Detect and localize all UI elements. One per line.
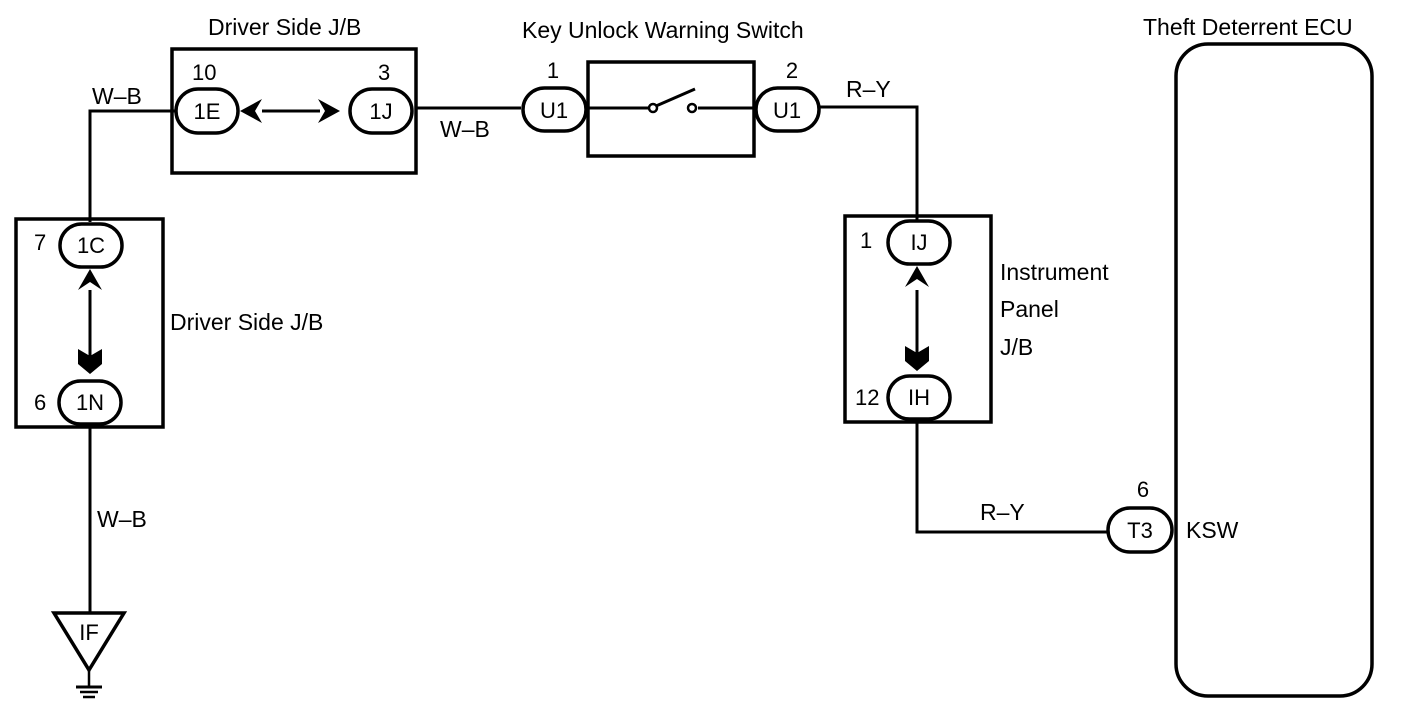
pin-6: 6: [34, 390, 46, 415]
connector-1c-label: 1C: [77, 233, 105, 258]
pin-ij-1: 1: [860, 228, 872, 253]
connector-u1-left-label: U1: [540, 98, 568, 123]
chevron-up-icon: [905, 266, 929, 287]
connector-ih-label: IH: [908, 385, 930, 410]
chevron-up-icon: [78, 269, 102, 290]
pin-t3-6: 6: [1137, 477, 1149, 502]
chevron-down-icon: [905, 346, 929, 371]
connector-u1-right-label: U1: [773, 98, 801, 123]
wire-label-wb-mid: W–B: [440, 116, 490, 142]
switch-contact-right: [686, 102, 698, 114]
wire-label-ry-bottom: R–Y: [980, 499, 1025, 525]
instrument-jb-label-line1: Instrument: [1000, 259, 1109, 285]
ground-icon: [76, 685, 102, 699]
connector-1c: [58, 222, 124, 269]
wire-label-wb-top: W–B: [92, 83, 142, 109]
switch-contact-left: [647, 102, 659, 114]
chevron-left-icon: [240, 99, 262, 123]
driver-jb-left-box: [14, 217, 165, 429]
ground-id-label: IF: [79, 620, 99, 645]
connector-1n-label: 1N: [76, 390, 104, 415]
connector-u1-right: [754, 86, 821, 133]
ecu-terminal-ksw: KSW: [1186, 517, 1239, 543]
pin-ih-12: 12: [855, 385, 879, 410]
pin-2: 2: [786, 58, 798, 83]
pin-1: 1: [547, 58, 559, 83]
pin-10: 10: [192, 60, 216, 85]
switch-blade-icon: [655, 87, 696, 108]
connector-u1-left: [521, 86, 588, 133]
chevron-down-icon: [78, 349, 102, 374]
driver-jb-top-label: Driver Side J/B: [208, 14, 361, 40]
connector-t3: [1106, 506, 1174, 554]
wire-label-ry-top: R–Y: [846, 76, 891, 102]
instrument-jb-box: [843, 214, 993, 424]
connector-ij-label: IJ: [910, 230, 927, 255]
driver-jb-top-box: [170, 47, 418, 175]
wire-ry-bottom: [915, 420, 1110, 534]
wire-wb-top-left: [88, 109, 178, 222]
connector-1j-label: 1J: [369, 99, 392, 124]
connector-1e: [174, 87, 240, 135]
ecu-box: [1174, 42, 1374, 698]
key-switch-box: [586, 60, 756, 158]
connector-1j: [348, 87, 414, 135]
connector-ij: [886, 219, 952, 266]
connector-1e-label: 1E: [194, 99, 221, 124]
connector-t3-label: T3: [1127, 518, 1153, 543]
pin-3: 3: [378, 60, 390, 85]
chevron-right-icon: [318, 99, 340, 123]
driver-jb-left-label: Driver Side J/B: [170, 309, 323, 335]
pin-7: 7: [34, 230, 46, 255]
wire-ry-top: [820, 105, 919, 220]
ecu-label: Theft Deterrent ECU: [1143, 14, 1353, 40]
instrument-jb-label-line2: Panel: [1000, 296, 1059, 322]
key-switch-label: Key Unlock Warning Switch: [522, 17, 804, 43]
ground-connector-icon: [50, 611, 128, 674]
connector-ih: [886, 374, 952, 421]
wire-label-wb-bottom: W–B: [97, 506, 147, 532]
instrument-jb-label-line3: J/B: [1000, 334, 1033, 360]
connector-1n: [57, 379, 123, 426]
